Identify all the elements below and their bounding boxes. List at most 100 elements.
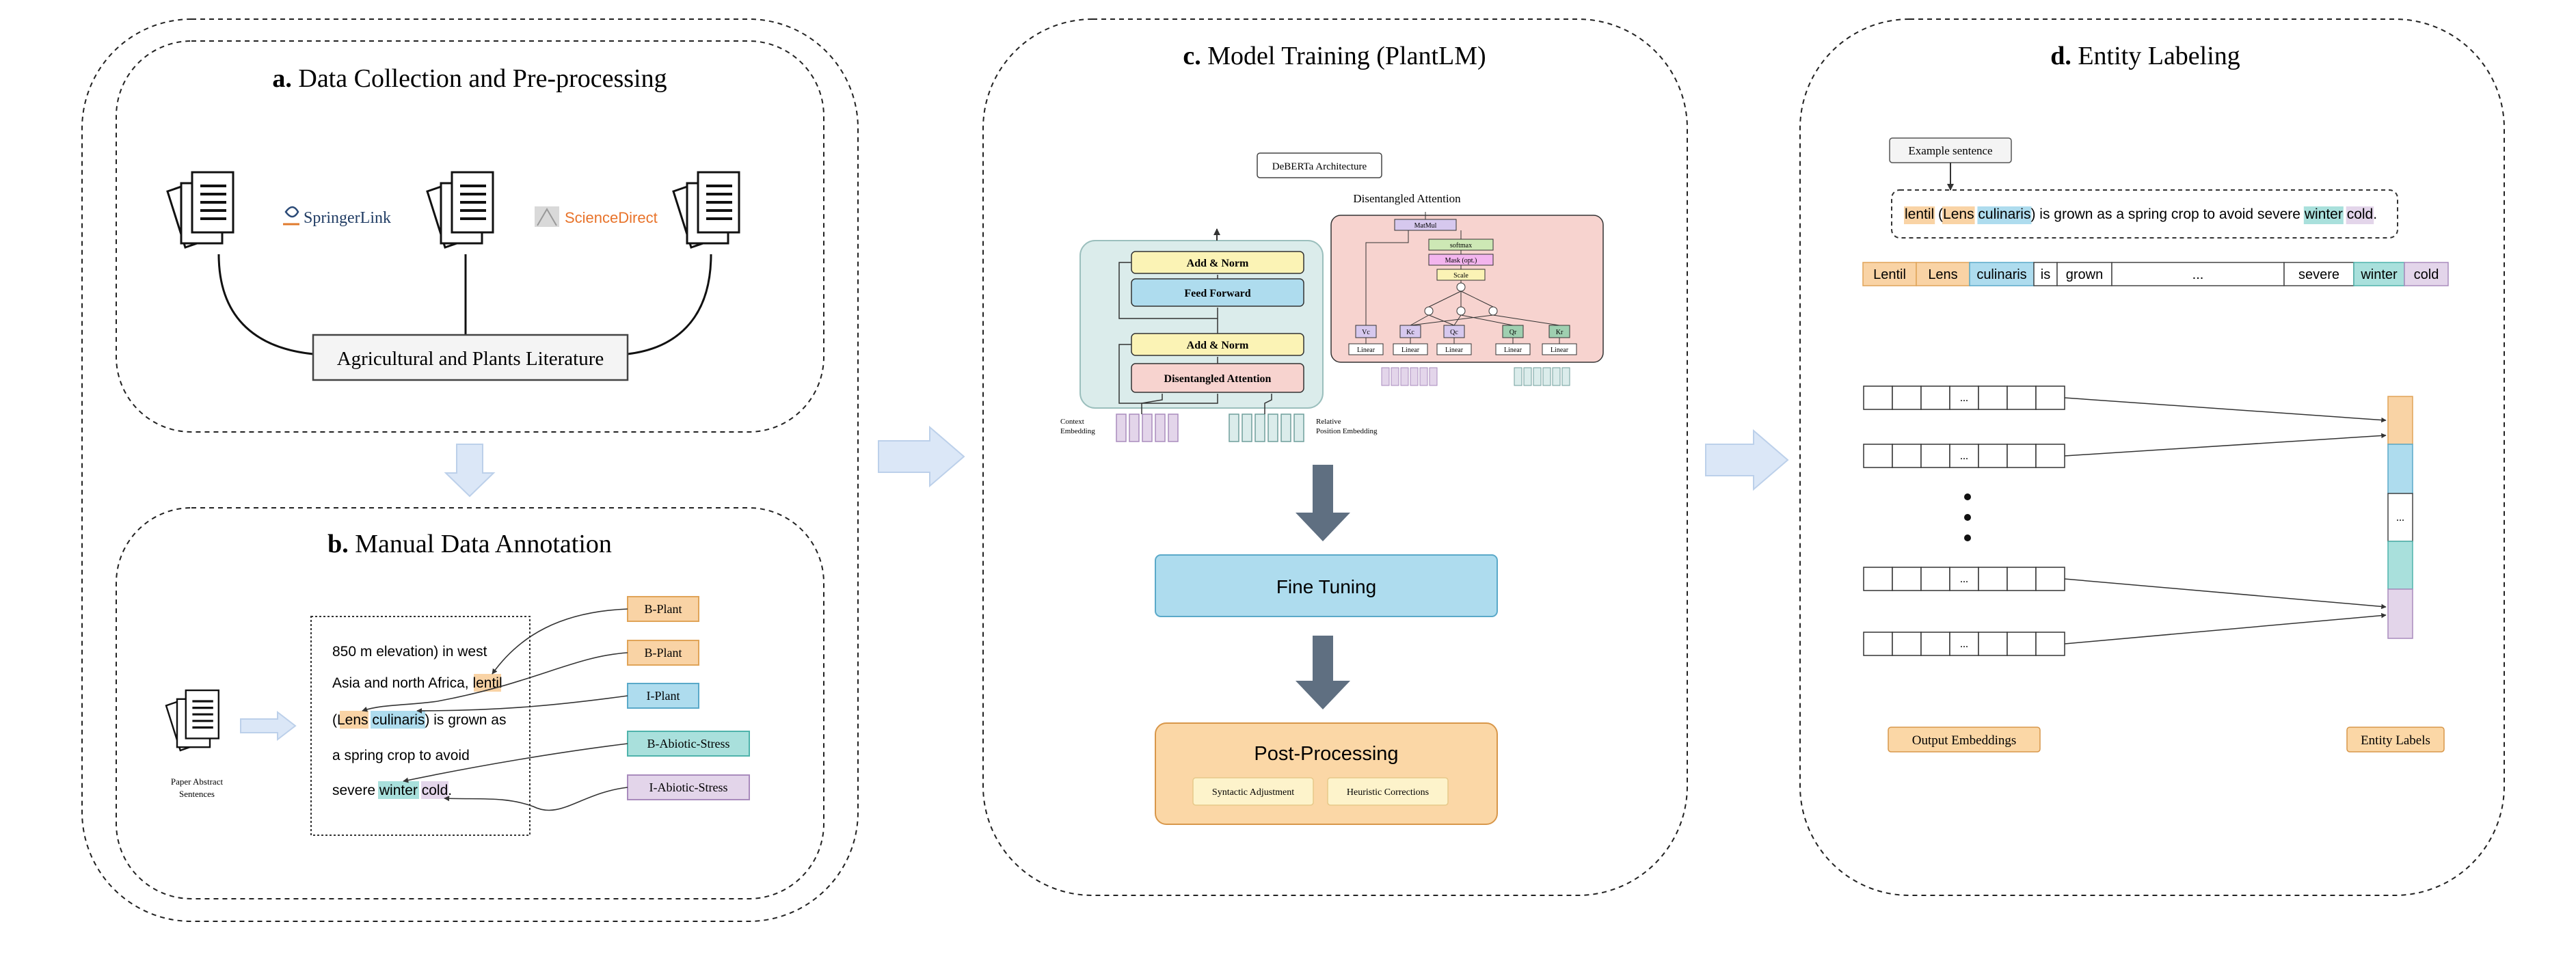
embedding-cell xyxy=(2007,632,2037,656)
embedding-cell xyxy=(1892,567,1922,591)
embedding-cell xyxy=(1978,444,2008,468)
attention-detail-block xyxy=(1330,215,1604,363)
entity-label-cell xyxy=(2387,588,2413,639)
embedding-cell xyxy=(2007,385,2037,410)
embedding-cell xyxy=(2007,444,2037,468)
panel-d-title: d. Entity Labeling xyxy=(2050,42,2240,70)
svg-text:Linear: Linear xyxy=(1401,347,1420,354)
embedding-cell xyxy=(1863,385,1893,410)
vertical-ellipsis-dot xyxy=(1964,534,1971,541)
highlight-winter xyxy=(378,781,419,799)
panel-ab-outer xyxy=(81,18,859,922)
token-label: ... xyxy=(2192,267,2204,282)
architecture-label-box xyxy=(1257,152,1382,178)
entity-label-cell xyxy=(2387,444,2413,494)
right-arrow-icon xyxy=(1705,429,1789,491)
fine-tuning-label: Fine Tuning xyxy=(1276,576,1376,597)
sentence-token: lentil xyxy=(1905,206,1934,222)
connector-line xyxy=(217,254,314,355)
relative-embedding-label: Relative xyxy=(1316,418,1341,426)
document-icon xyxy=(426,171,494,249)
embedding-rows: ............ xyxy=(1863,385,2387,656)
sentence-token: . xyxy=(2373,206,2377,222)
annotated-text: 850 m elevation) in west Asia and north … xyxy=(332,644,506,798)
embedding-cell xyxy=(2007,567,2037,591)
output-embeddings-tag xyxy=(1888,727,2041,753)
token-label: winter xyxy=(2360,267,2398,282)
doc-caption: Sentences xyxy=(179,789,215,799)
embedding-row: ... xyxy=(1863,385,2065,410)
context-embedding-label: Embedding xyxy=(1060,427,1095,435)
token-label: is xyxy=(2041,267,2050,282)
example-sentence-label: Example sentence xyxy=(1908,144,1992,157)
token-cell xyxy=(2033,262,2058,286)
doc-caption: Paper Abstract xyxy=(171,776,224,787)
panel-b-border xyxy=(116,507,824,899)
embedding-arrow xyxy=(2064,397,2387,423)
svg-text:Linear: Linear xyxy=(1551,347,1569,354)
embedding-cell xyxy=(1949,385,1979,410)
attention-position-embedding xyxy=(1514,367,1570,386)
embedding-cell xyxy=(1920,632,1950,656)
embedding-ellipsis: ... xyxy=(1960,638,1968,650)
highlight-purple xyxy=(2346,206,2374,224)
embedding-cell xyxy=(1920,385,1950,410)
label-text: B-Plant xyxy=(644,646,682,660)
svg-text:Qr: Qr xyxy=(1510,329,1517,336)
embedding-cell xyxy=(1920,567,1950,591)
embedding-cell xyxy=(1920,444,1950,468)
down-arrow-icon xyxy=(1296,636,1350,709)
relative-position-embedding xyxy=(1229,414,1304,442)
embedding-cell xyxy=(1978,567,2008,591)
embedding-cell xyxy=(1863,444,1893,468)
document-icon xyxy=(166,171,234,249)
label-text: B-Plant xyxy=(644,602,682,616)
svg-text:Linear: Linear xyxy=(1357,347,1376,354)
label-text: I-Plant xyxy=(647,689,680,703)
svg-text:MatMul: MatMul xyxy=(1414,222,1437,230)
embedding-cell xyxy=(1978,632,2008,656)
literature-box xyxy=(312,334,629,381)
embedding-arrow xyxy=(2064,578,2387,610)
entity-labels-tag xyxy=(2346,727,2445,753)
context-embedding-label: Context xyxy=(1060,418,1084,426)
svg-text:ScienceDirect: ScienceDirect xyxy=(565,209,658,226)
highlight-blue xyxy=(1977,206,2032,224)
svg-text:Linear: Linear xyxy=(1445,347,1464,354)
sciencedirect-logo: ScienceDirect xyxy=(535,206,658,227)
svg-text:SpringerLink: SpringerLink xyxy=(304,209,391,227)
springerlink-logo: SpringerLink xyxy=(283,206,391,227)
syntactic-adjustment-step xyxy=(1192,777,1314,806)
encoder-connectors xyxy=(1118,262,1218,404)
entity-label-cell xyxy=(2387,541,2413,590)
vertical-ellipsis-dot xyxy=(1964,514,1971,521)
architecture-label: DeBERTa Architecture xyxy=(1272,161,1367,172)
highlight-orange xyxy=(1942,206,1975,224)
label-b-plant xyxy=(627,640,699,666)
token-cell xyxy=(1969,262,2035,286)
embedding-cell xyxy=(1978,385,2008,410)
token-cell xyxy=(2404,262,2449,286)
example-sentence: lentil (Lens culinaris) is grown as a sp… xyxy=(1905,206,2377,222)
right-arrow-icon xyxy=(240,710,297,742)
example-sentence-box xyxy=(1891,189,2398,239)
add-norm-label: Add & Norm xyxy=(1187,340,1249,351)
svg-text:Qc: Qc xyxy=(1450,329,1458,336)
sentence-token: cold xyxy=(2347,206,2374,222)
relative-embedding-label: Position Embedding xyxy=(1316,427,1378,435)
svg-text:Mask (opt.): Mask (opt.) xyxy=(1445,257,1477,265)
label-ellipsis: ... xyxy=(2396,512,2404,524)
down-arrow-icon xyxy=(444,444,496,498)
sentence-token: Lens xyxy=(1943,206,1974,222)
embedding-arrow xyxy=(2064,612,2387,645)
svg-text:Scale: Scale xyxy=(1453,272,1468,280)
entity-label-column: ... xyxy=(2387,396,2413,639)
token-label: severe xyxy=(2298,267,2339,282)
entity-labels-label: Entity Labels xyxy=(2361,733,2430,748)
embedding-arrow xyxy=(2064,433,2387,457)
embedding-cell xyxy=(1892,385,1922,410)
highlight-teal xyxy=(2303,206,2344,224)
post-step-label: Heuristic Corrections xyxy=(1347,787,1429,798)
add-norm-label: Add & Norm xyxy=(1187,258,1249,269)
token-cell xyxy=(2283,262,2354,286)
